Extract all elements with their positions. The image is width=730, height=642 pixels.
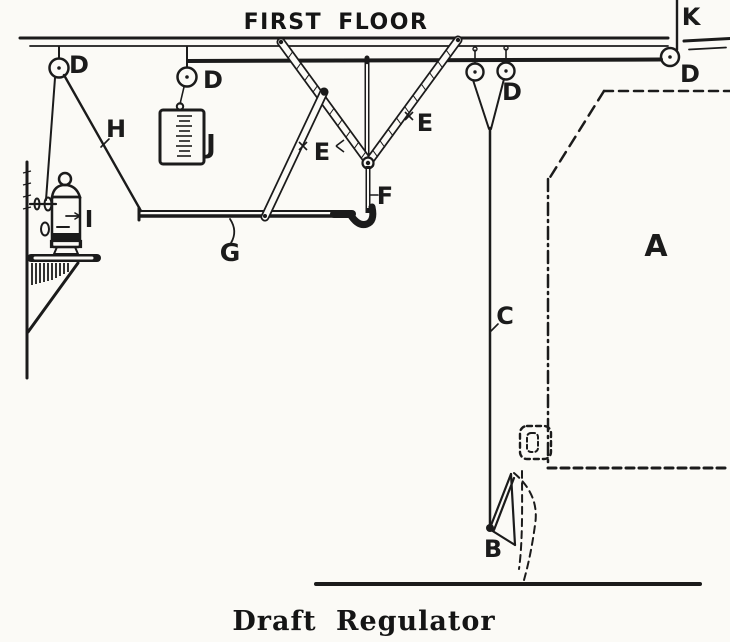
- weight-body: [158, 108, 206, 166]
- label-i-arrowhead-bottom: [74, 215, 81, 220]
- pulley-right-axle: [668, 55, 672, 59]
- regulator-left-knob: [40, 221, 50, 237]
- label-i: I: [85, 207, 94, 233]
- regulator-i-group: I: [22, 160, 101, 380]
- label-d-pair: D: [502, 78, 522, 106]
- lever-right-core: [365, 37, 461, 166]
- shelf-fringe: [31, 263, 69, 285]
- chain-c-group: D C: [465, 45, 522, 529]
- boiler-latch-inner: [526, 432, 539, 453]
- link-bottom-pivot: [263, 214, 267, 218]
- chain-v-left: [472, 79, 490, 130]
- label-b: B: [484, 535, 502, 563]
- label-c-tick: [490, 323, 499, 332]
- scissor-linkage-group: E E F: [260, 35, 463, 228]
- regulator-bell-dome: [50, 183, 82, 199]
- spindle-disc-small: [33, 197, 41, 211]
- weight-j-group: D J: [158, 46, 223, 166]
- label-j: J: [204, 130, 216, 160]
- label-f: F: [377, 182, 393, 210]
- lever-right-hatching: [372, 49, 452, 158]
- central-joint-pin: [365, 160, 371, 166]
- label-i-arrowhead-top: [74, 212, 81, 217]
- boiler-outline-group: A: [513, 89, 730, 581]
- damper-frame-bottom: [489, 528, 517, 547]
- pulley-pair-hook-right: [503, 45, 509, 51]
- ceiling-right-segment-top: [682, 37, 730, 43]
- weight-cord: [179, 86, 185, 105]
- lever-top-anchor-left: [278, 39, 284, 45]
- wall-ticks: [22, 170, 32, 210]
- label-g-leader: [229, 218, 236, 244]
- lever-top-anchor-right: [455, 37, 461, 43]
- cord-to-regulator: [45, 77, 56, 201]
- pulley-weight: [176, 66, 198, 88]
- label-c: C: [496, 302, 514, 330]
- hand-cord-k: K D: [659, 0, 702, 88]
- link-bar-core: [262, 89, 327, 220]
- label-d-right: D: [680, 60, 700, 88]
- regulator-band: [53, 233, 79, 240]
- boiler-door-dashed-inner: [518, 470, 524, 570]
- pulley-right: [659, 46, 681, 68]
- elbow-joint-curve: [346, 203, 377, 228]
- label-g: G: [220, 238, 241, 267]
- pulley-weight-axle: [185, 75, 189, 79]
- label-e-right: E: [417, 109, 433, 137]
- link-top-pivot: [320, 88, 328, 96]
- pulley-left: [48, 57, 70, 79]
- damper-frame-right: [509, 472, 517, 547]
- ceiling-right-segment-bottom: [688, 46, 727, 51]
- pulley-pair-right-axle: [504, 69, 508, 73]
- damper-flap-edge1: [488, 472, 513, 530]
- ceiling-beam: [186, 57, 663, 63]
- pulley-left-axle: [57, 66, 61, 70]
- label-a: A: [644, 229, 668, 264]
- label-h: H: [106, 115, 126, 143]
- regulator-ball-knob: [57, 171, 73, 187]
- pulley-pair-left-axle: [473, 70, 477, 74]
- boiler-shoulder-dashed: [547, 89, 606, 181]
- label-h-tick: [100, 138, 110, 148]
- label-e-left: E: [314, 138, 330, 166]
- first-floor-structure: FIRST FLOOR: [18, 10, 730, 63]
- boiler-latch-outline: [518, 424, 553, 461]
- boiler-door-dashed-outer: [513, 472, 537, 581]
- shelf-brace: [26, 261, 80, 334]
- vertical-rod-top-pivot: [364, 59, 370, 65]
- first-floor-label: FIRST FLOOR: [244, 10, 429, 35]
- cord-h-line: [62, 73, 143, 213]
- base-floor-group: Draft Regulator: [232, 582, 702, 637]
- label-d-weight: D: [203, 66, 223, 94]
- pulley-pair-hook-left: [472, 46, 478, 52]
- pulley-pair-left: [465, 62, 485, 82]
- pulley-pair-right: [496, 61, 516, 81]
- pulley-left-group: D H: [45, 46, 143, 213]
- damper-b-group: B: [484, 472, 517, 563]
- chain-v-right: [490, 78, 505, 130]
- weight-hatching: [176, 115, 192, 157]
- diagram-caption: Draft Regulator: [232, 606, 495, 637]
- label-e-left-ticks: [298, 139, 345, 153]
- bar-g-group: G: [137, 206, 342, 267]
- lever-left-core: [278, 39, 373, 167]
- label-e-right-ticks: [404, 111, 414, 121]
- label-d-left: D: [69, 51, 89, 79]
- label-k: K: [682, 3, 702, 31]
